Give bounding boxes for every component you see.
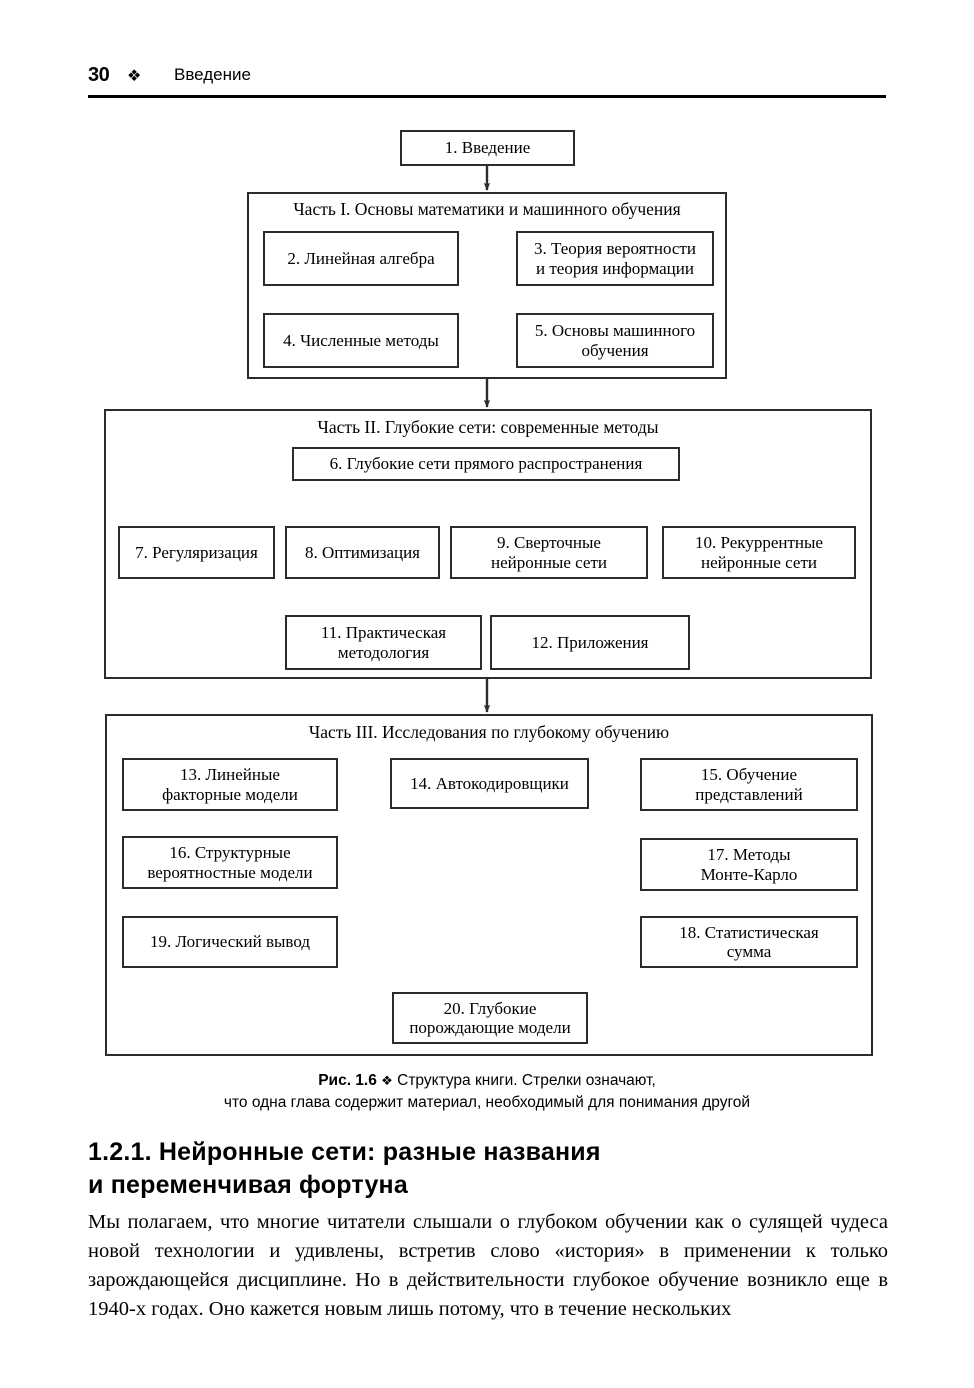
chapter-box-8[interactable]: 8. Оптимизация — [285, 526, 440, 579]
figure-caption: Рис. 1.6 ❖ Структура книги. Стрелки озна… — [88, 1070, 886, 1115]
running-head: 30 ❖ Введение — [88, 62, 886, 96]
chapter-box-16[interactable]: 16. Структурные вероятностные модели — [122, 836, 338, 889]
chapter-box-6[interactable]: 6. Глубокие сети прямого распространения — [292, 447, 680, 481]
chapter-box-13[interactable]: 13. Линейные факторные модели — [122, 758, 338, 811]
caption-line-2: что одна глава содержит материал, необхо… — [223, 1094, 751, 1112]
caption-line-1: Рис. 1.6 ❖ Структура книги. Стрелки озна… — [88, 1070, 886, 1092]
diamond-ornament-icon: ❖ — [127, 66, 142, 85]
caption-text-1: Структура книги. Стрелки означают, — [397, 1072, 656, 1089]
body-paragraph: Мы полагаем, что многие читатели слышали… — [88, 1211, 888, 1321]
chapter-box-17[interactable]: 17. Методы Монте-Карло — [640, 838, 858, 891]
chapter-box-10[interactable]: 10. Рекуррентные нейронные сети — [662, 526, 856, 579]
chapter-box-1[interactable]: 1. Введение — [400, 130, 575, 166]
chapter-box-7[interactable]: 7. Регуляризация — [118, 526, 275, 579]
chapter-box-4[interactable]: 4. Численные методы — [263, 313, 459, 368]
chapter-box-2[interactable]: 2. Линейная алгебра — [263, 231, 459, 286]
chapter-box-3[interactable]: 3. Теория вероятности и теория информаци… — [516, 231, 714, 286]
section-heading-line-2: и переменчивая фортуна — [88, 1170, 408, 1199]
chapter-box-20[interactable]: 20. Глубокие порождающие модели — [392, 992, 588, 1044]
chapter-box-18[interactable]: 18. Статистическая сумма — [640, 916, 858, 968]
chapter-box-9[interactable]: 9. Сверточные нейронные сети — [450, 526, 648, 579]
chapter-box-19[interactable]: 19. Логический вывод — [122, 916, 338, 968]
part-title-3: Часть III. Исследования по глубокому обу… — [308, 722, 670, 742]
chapter-box-14[interactable]: 14. Автокодировщики — [390, 758, 589, 809]
section-heading-line-1: 1.2.1. Нейронные сети: разные названия — [88, 1138, 601, 1166]
section-heading: 1.2.1. Нейронные сети: разные названия и… — [88, 1136, 888, 1201]
header-divider — [88, 95, 886, 98]
caption-label: Рис. 1.6 — [318, 1072, 377, 1089]
chapter-box-15[interactable]: 15. Обучение представлений — [640, 758, 858, 811]
chapter-box-5[interactable]: 5. Основы машинного обучения — [516, 313, 714, 368]
part-title-2: Часть II. Глубокие сети: современные мет… — [317, 417, 659, 437]
chapter-box-12[interactable]: 12. Приложения — [490, 615, 690, 670]
page-number: 30 — [88, 64, 110, 86]
diamond-ornament-icon: ❖ — [381, 1074, 393, 1089]
figure-book-structure: 1. Введение Часть I. Основы математики и… — [104, 130, 873, 1056]
chapter-box-11[interactable]: 11. Практическая методология — [285, 615, 482, 670]
running-head-title: Введение — [174, 65, 251, 84]
part-title-1: Часть I. Основы математики и машинного о… — [293, 199, 681, 219]
